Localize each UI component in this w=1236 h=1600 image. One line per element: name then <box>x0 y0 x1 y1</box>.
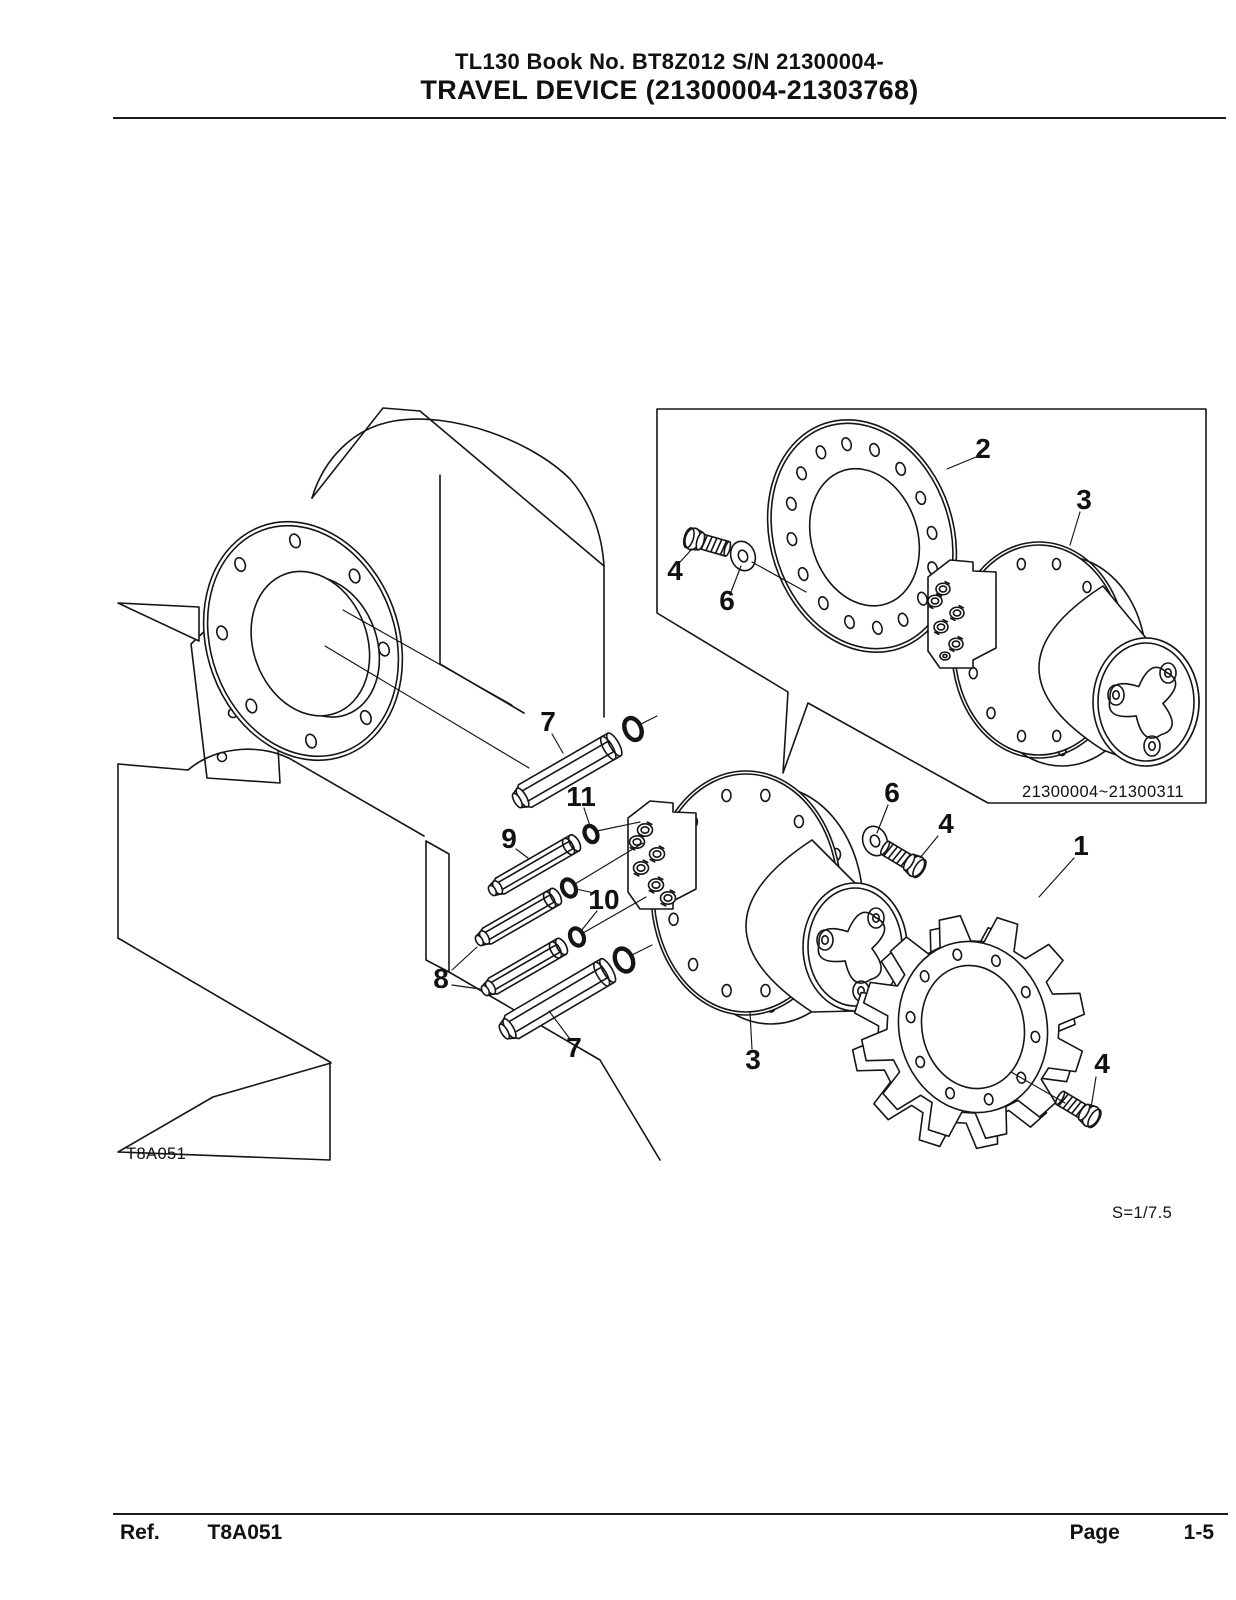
washer-part6-inset <box>729 540 757 572</box>
pin-part7-lower <box>498 957 617 1040</box>
track-frame-housing <box>117 407 661 1161</box>
pin-part8-a <box>474 887 563 947</box>
page-number: 1-5 <box>1183 1521 1214 1544</box>
callout-7-upper: 7 <box>540 706 556 737</box>
page-header: TL130 Book No. BT8Z012 S/N 21300004- TRA… <box>113 49 1226 105</box>
callout-4-inset: 4 <box>667 555 683 586</box>
gasket-disc-part2 <box>766 419 958 653</box>
callout-6-inset: 6 <box>719 585 735 616</box>
housing-flange-ring <box>202 520 404 762</box>
callout-2: 2 <box>975 433 991 464</box>
hex-bolt-part4-inset <box>682 527 732 557</box>
callout-9: 9 <box>501 823 517 854</box>
ref-label: Ref. <box>120 1521 160 1544</box>
travel-motor-main-part3 <box>627 770 908 1025</box>
header-rule <box>113 117 1226 119</box>
scale-note: S=1/7.5 <box>1112 1204 1173 1222</box>
callout-1: 1 <box>1073 830 1089 861</box>
leader-lines <box>451 456 1097 1109</box>
travel-motor-inset-part3 <box>927 541 1200 767</box>
pin-part8-b <box>480 937 569 997</box>
pin-part9 <box>487 834 582 897</box>
hex-bolt-part4-main <box>879 840 927 879</box>
page-label: Page <box>1069 1521 1120 1544</box>
callout-10: 10 <box>588 884 620 915</box>
callout-3-main: 3 <box>745 1044 761 1075</box>
coupling-holes <box>1107 662 1177 757</box>
pin-part7-upper <box>511 732 623 809</box>
callout-4-sprocket: 4 <box>1094 1048 1110 1079</box>
bore-projection-lines <box>324 609 530 769</box>
page-footer: Ref. T8A051 Page 1-5 <box>113 1521 1228 1545</box>
inset-box <box>656 408 1207 804</box>
callout-8: 8 <box>433 963 449 994</box>
footer-page: Page 1-5 <box>1070 1521 1228 1545</box>
footer-ref: Ref. T8A051 <box>113 1521 282 1545</box>
callout-3-inset: 3 <box>1076 484 1092 515</box>
callout-4-main: 4 <box>938 808 954 839</box>
section-title-line: TRAVEL DEVICE (21300004-21303768) <box>420 74 919 105</box>
hex-bolt-part4-sprocket <box>1054 1090 1102 1129</box>
callout-7-lower: 7 <box>566 1032 582 1063</box>
footer-rule <box>113 1513 1228 1515</box>
figure-code-label: T8A051 <box>126 1145 187 1163</box>
callout-11: 11 <box>566 781 596 812</box>
ref-value: T8A051 <box>207 1521 283 1544</box>
inset-serial-range: 21300004~21300311 <box>1022 783 1185 801</box>
o-rings <box>559 715 644 974</box>
book-title-line: TL130 Book No. BT8Z012 S/N 21300004- <box>455 49 884 74</box>
callout-6-main: 6 <box>884 777 900 808</box>
